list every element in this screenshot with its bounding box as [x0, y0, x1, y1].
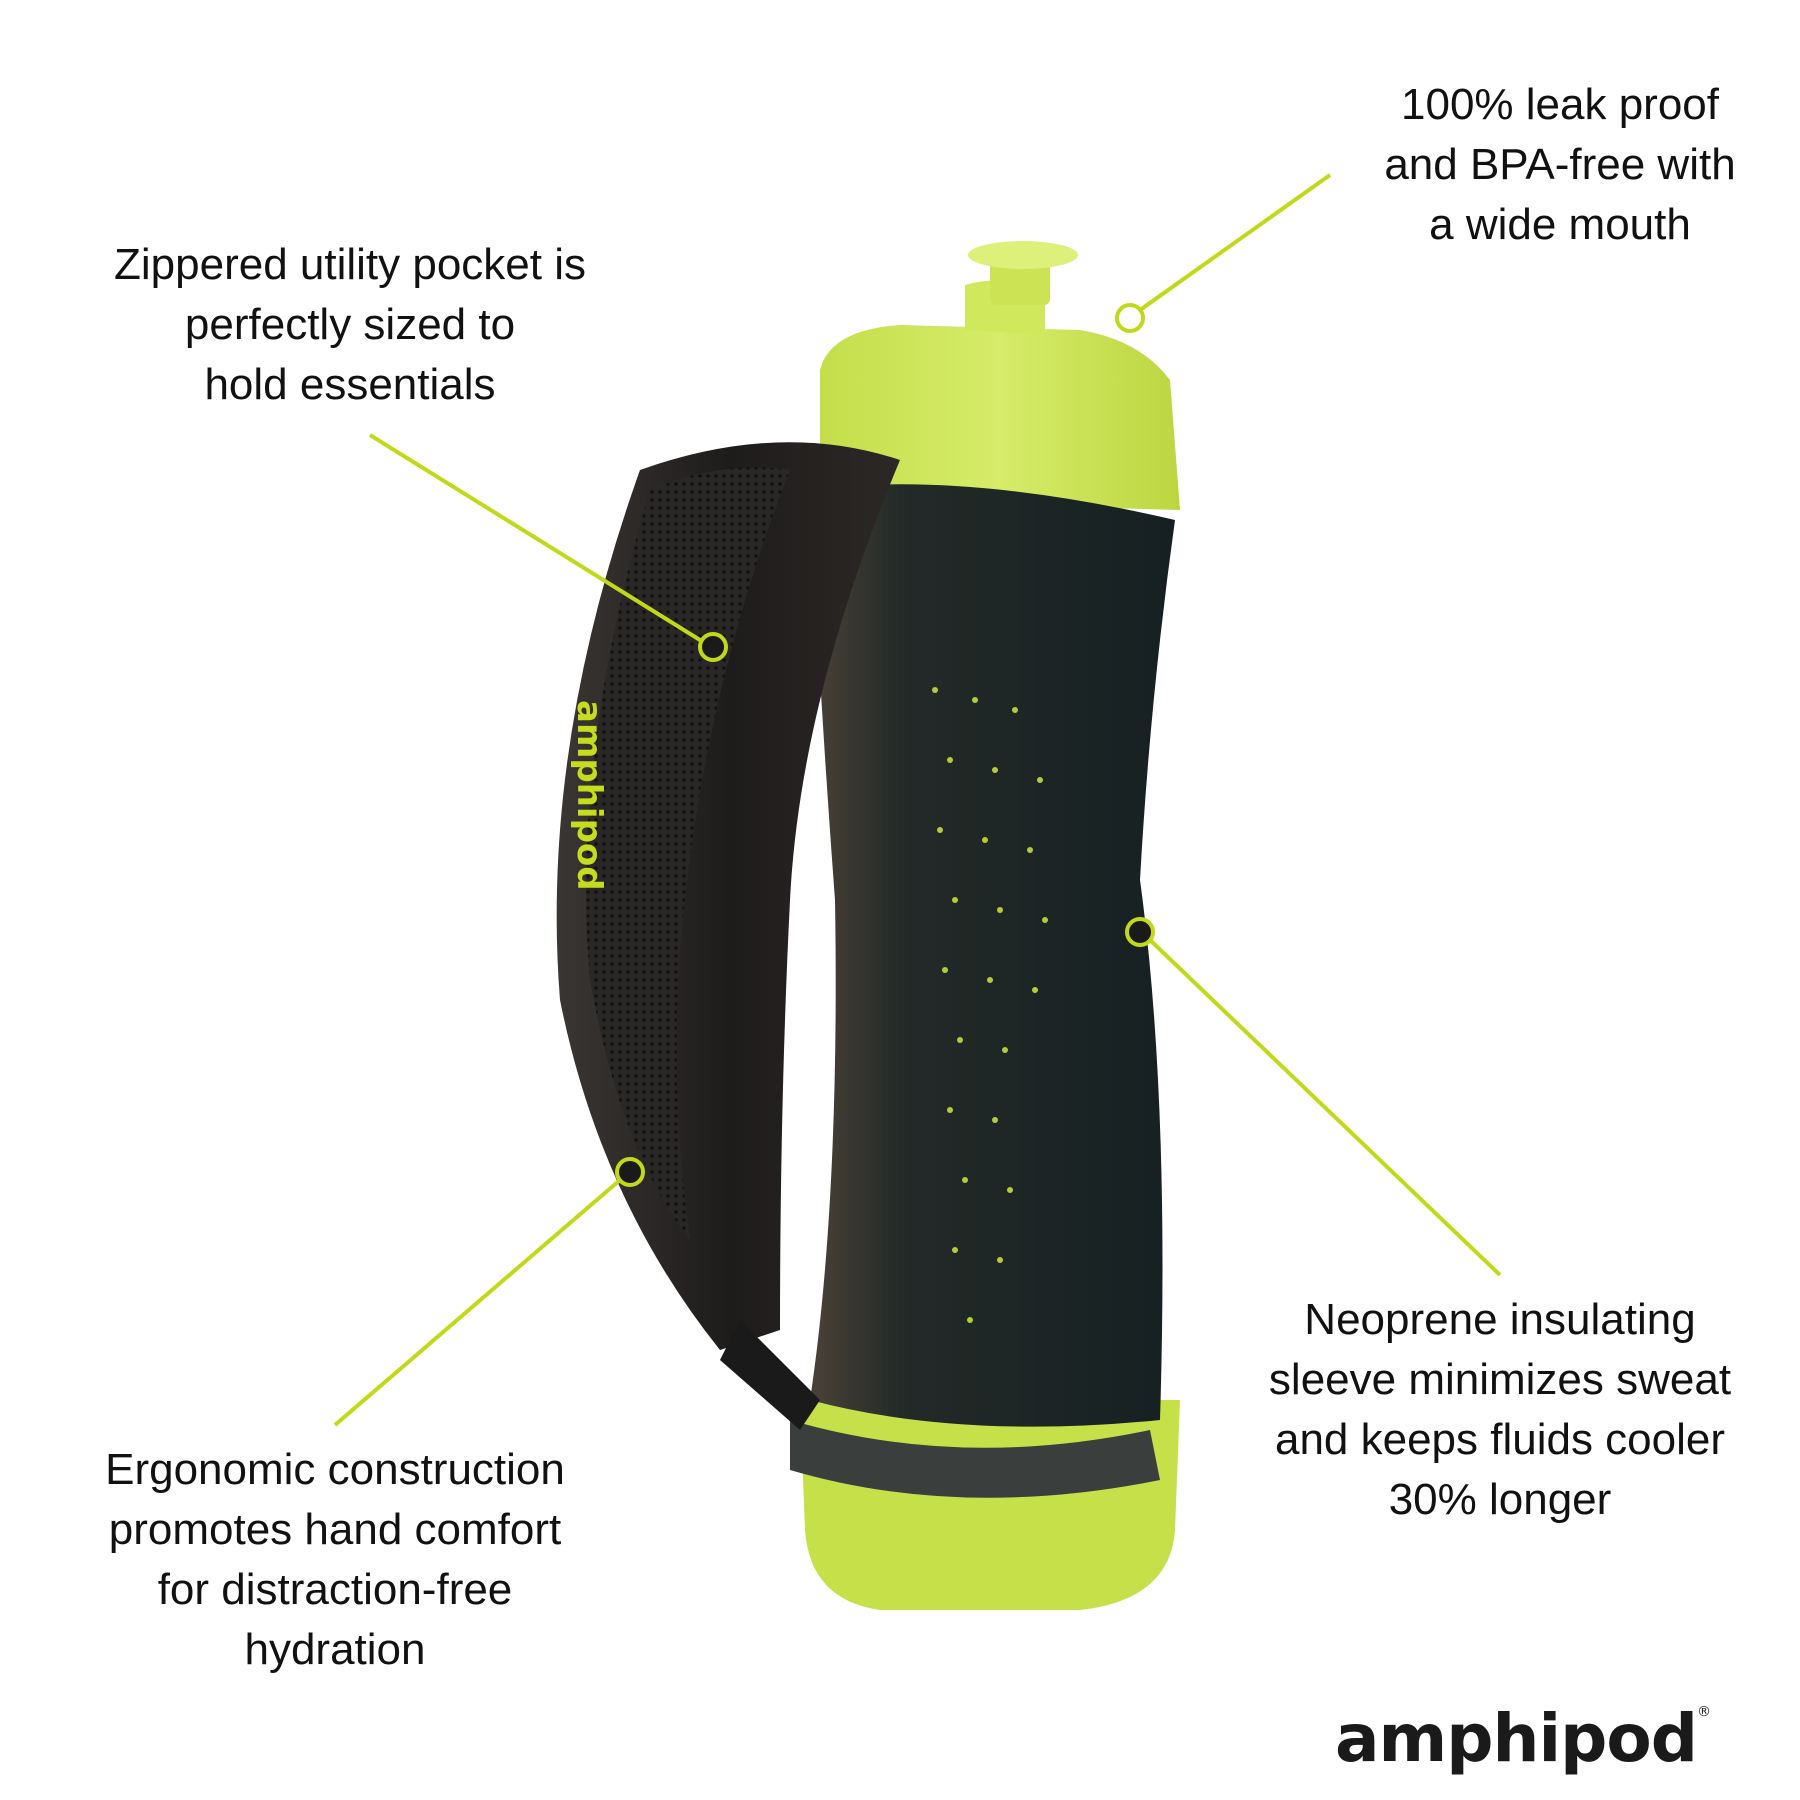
bottle-cap [820, 241, 1180, 510]
brand-logo: amphipod® [1335, 1700, 1711, 1777]
strap-logo: amphipod [569, 700, 609, 891]
callout-lines [333, 173, 1502, 1427]
callout-neoprene-sleeve: Neoprene insulating sleeve minimizes swe… [1268, 1295, 1732, 1524]
neoprene-sleeve [810, 484, 1175, 1427]
brand-name: amphipod [1335, 1700, 1698, 1777]
callout-utility-pocket: Zippered utility pocket is perfectly siz… [114, 240, 586, 409]
hand-strap: amphipod [556, 442, 900, 1430]
callout-leak-proof: 100% leak proof and BPA-free with a wide… [1384, 80, 1736, 249]
callout-ergonomic: Ergonomic construction promotes hand com… [105, 1445, 565, 1674]
bottle-base [790, 1400, 1180, 1610]
registered-mark: ® [1697, 1704, 1711, 1720]
